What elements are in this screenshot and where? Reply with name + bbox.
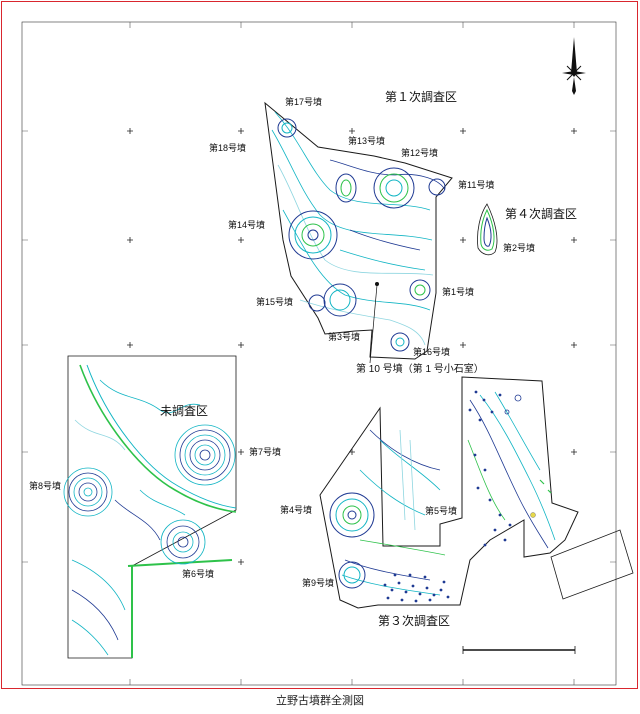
label-tumulus-7: 第7号墳 xyxy=(249,446,281,457)
grid-crosses xyxy=(127,128,577,565)
label-tumulus-16: 第16号墳 xyxy=(413,346,450,357)
label-tumulus-13: 第13号墳 xyxy=(348,135,385,146)
survey-area-3-outline xyxy=(319,376,579,609)
map-frame xyxy=(1,1,638,689)
pit-cluster xyxy=(383,390,512,603)
label-tumulus-3: 第3号墳 xyxy=(328,331,360,342)
label-tumulus-9: 第9号墳 xyxy=(302,577,334,588)
label-tumulus-11: 第11号墳 xyxy=(458,179,494,190)
north-arrow-icon xyxy=(562,37,586,95)
label-tumulus-6: 第6号墳 xyxy=(182,568,214,579)
label-tumulus-17: 第17号墳 xyxy=(285,96,322,107)
label-unsurveyed: 未調査区 xyxy=(160,404,208,418)
label-tumulus-1: 第1号墳 xyxy=(442,286,474,297)
unsurveyed-area xyxy=(63,355,237,659)
label-tumulus-4: 第4号墳 xyxy=(280,504,312,515)
label-survey-area-3: 第３次調査区 xyxy=(378,614,450,628)
stone-chamber-marker xyxy=(375,282,379,286)
label-survey-area-1: 第１次調査区 xyxy=(385,90,457,104)
scale-bar xyxy=(462,646,576,654)
extension-plot xyxy=(550,529,634,600)
label-tumulus-15: 第15号墳 xyxy=(256,296,293,307)
edge-ticks xyxy=(22,22,616,685)
survey-area-3 xyxy=(319,376,579,609)
map-neatline xyxy=(21,21,617,686)
label-stone-chamber: 第 10 号墳（第 1 号小石室） xyxy=(356,362,484,375)
survey-area-1 xyxy=(264,101,453,364)
label-tumulus-12: 第12号墳 xyxy=(401,147,438,158)
stone-chamber-leader xyxy=(369,284,378,364)
label-tumulus-8: 第8号墳 xyxy=(29,480,61,491)
survey-area-4-outline xyxy=(477,203,498,256)
label-tumulus-14: 第14号墳 xyxy=(228,219,265,230)
map-caption: 立野古墳群全測図 xyxy=(276,694,364,707)
survey-area-4 xyxy=(477,203,498,256)
label-tumulus-5: 第5号墳 xyxy=(425,505,457,516)
label-survey-area-4: 第４次調査区 xyxy=(505,207,577,221)
label-tumulus-18: 第18号墳 xyxy=(209,142,246,153)
label-tumulus-2: 第2号墳 xyxy=(503,242,535,253)
